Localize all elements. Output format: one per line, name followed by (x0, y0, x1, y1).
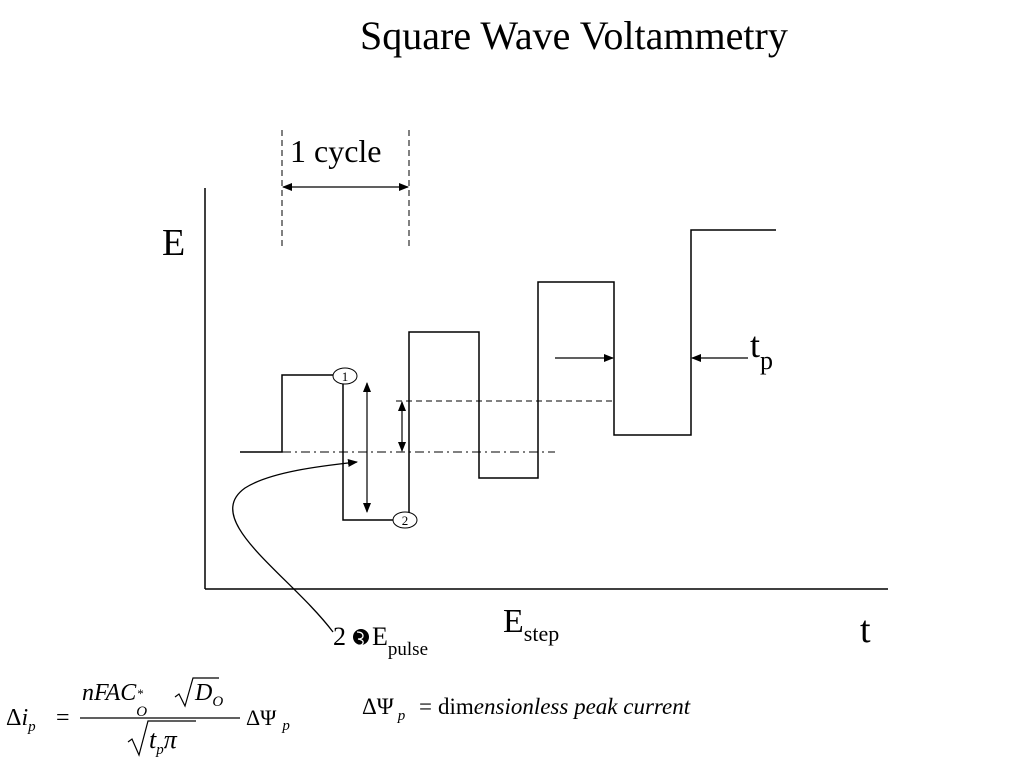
slide-title: Square Wave Voltammetry (360, 13, 788, 58)
formula-sqrt-d: DO (195, 680, 223, 711)
definition-equals: = (419, 694, 432, 719)
e-axis-label: E (162, 222, 185, 264)
formula-star: * (137, 686, 144, 701)
formula-equals: = (56, 705, 70, 731)
definition-delta-psi: ΔΨ (362, 694, 394, 719)
epulse-main: Epulse (372, 622, 428, 660)
definition-dim: dim (438, 694, 474, 719)
formula-denominator: tpπ (149, 725, 177, 759)
formula-d: D (195, 680, 213, 706)
formula-i-sub: p (28, 718, 36, 735)
formula-delta: Δ (6, 705, 22, 731)
t-axis-label: t (860, 609, 871, 651)
formula-t: t (149, 725, 157, 754)
sqrt-tp-radical (127, 720, 196, 757)
formula-delta-psi: ΔΨ (246, 705, 277, 730)
formula-numerator: nFAC* O (82, 680, 150, 720)
formula-o-sub: O (136, 704, 148, 720)
square-wave (240, 229, 776, 521)
definition-psi-sub: p (397, 707, 406, 724)
cycle-label: 1 cycle (290, 133, 382, 169)
epulse-label: 2 (333, 622, 346, 651)
formula-lhs: Δip (6, 705, 36, 736)
epulse-mark-glyph (356, 631, 364, 646)
formula-d-sub: O (212, 693, 224, 710)
definition-rest: ensionless peak current (473, 694, 691, 719)
sqrt-d-radical (174, 677, 219, 708)
epulse-mark-icon (353, 629, 369, 645)
marker-2-label: 2 (402, 513, 409, 528)
formula-psi: ΔΨ p (246, 705, 290, 735)
formula-t-sub: p (156, 742, 164, 759)
estep-label: Estep (503, 603, 559, 646)
formula-psi-sub: p (282, 718, 290, 735)
formula-pi: π (163, 725, 177, 754)
marker-1-label: 1 (342, 369, 349, 384)
formula-i: i (21, 705, 29, 731)
epulse-leader-curve (232, 458, 358, 633)
formula-nfac: nFAC (82, 680, 137, 706)
marker-1-circle (332, 367, 358, 385)
marker-2-circle (392, 511, 418, 529)
tp-label: tp (750, 325, 773, 375)
